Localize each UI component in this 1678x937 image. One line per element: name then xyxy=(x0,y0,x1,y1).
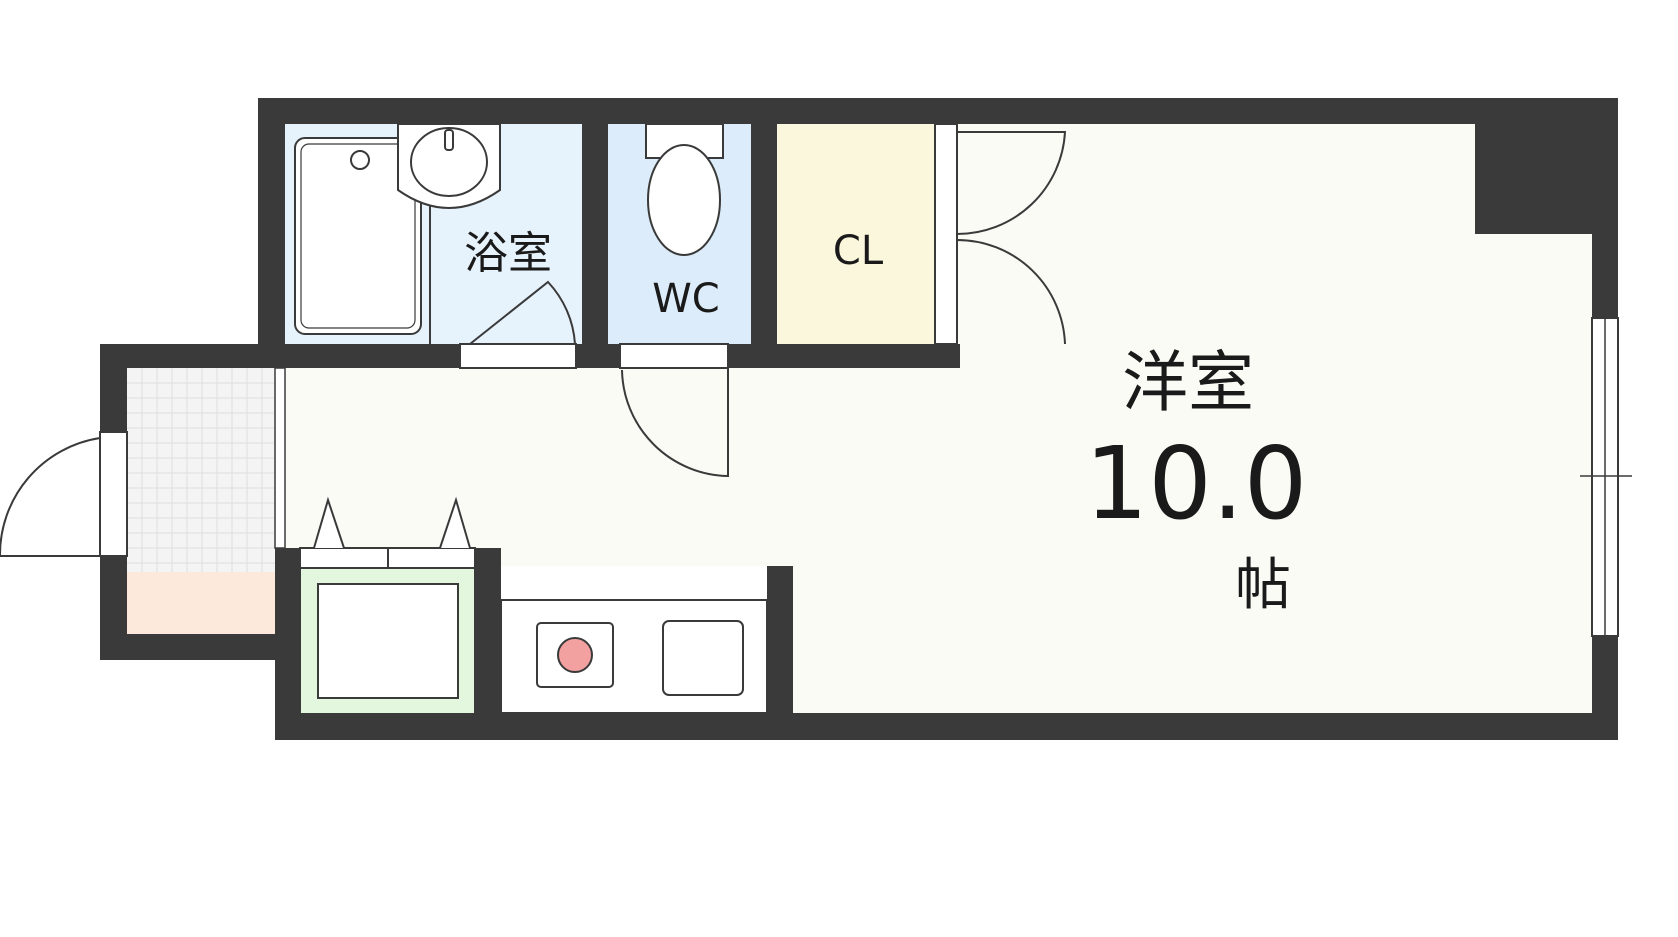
area-value: 10.0 xyxy=(1085,425,1308,542)
wall-bottom xyxy=(275,713,1618,740)
corner-pillar xyxy=(1475,124,1592,234)
toilet-door-swing xyxy=(621,368,729,478)
wall-washer-kitchen xyxy=(475,548,501,714)
wall-bath-wc xyxy=(582,124,608,344)
wall-right-bottom xyxy=(1592,636,1618,740)
closet-floor xyxy=(777,124,935,344)
toilet-door-gap xyxy=(619,343,729,369)
wall-entrance-top xyxy=(100,344,285,368)
bathtub-icon xyxy=(294,137,431,344)
western-room-floor xyxy=(280,124,1592,713)
corridor-side-wall xyxy=(274,367,286,549)
wall-bath-left xyxy=(258,98,285,344)
bathroom-label: 浴室 xyxy=(464,228,552,279)
front-door-swing xyxy=(0,437,101,557)
entrance-step xyxy=(127,572,275,634)
wall-washer-left xyxy=(275,548,300,740)
wall-right-top xyxy=(1592,98,1618,320)
closet-label: CL xyxy=(833,228,884,274)
door-swings xyxy=(0,131,1067,557)
room-labels: 浴室 WC CL 洋室 10.0 帖 xyxy=(464,228,1307,618)
entrance-tile-grid xyxy=(127,368,275,572)
bathroom-door-gap xyxy=(459,343,577,369)
wall-wc-cl xyxy=(751,124,777,344)
wall-entrance-left xyxy=(100,344,127,442)
western-room-label: 洋室 xyxy=(1122,344,1254,421)
front-door-gap xyxy=(99,431,128,557)
openings xyxy=(99,123,1632,637)
closet-door-frame xyxy=(934,123,958,345)
sink-icon xyxy=(397,123,501,209)
bathroom-door-swing xyxy=(469,280,576,345)
washer-area-markers xyxy=(313,496,471,549)
wall-bath-bottom xyxy=(258,344,960,368)
stove-burner-icon xyxy=(536,622,614,688)
wall-kitchen-end xyxy=(767,566,793,714)
kitchen-sink-icon xyxy=(662,620,744,696)
washing-machine-icon xyxy=(299,547,476,715)
toilet-label: WC xyxy=(652,276,719,322)
wall-top xyxy=(258,98,1618,124)
wall-entrance-bottom xyxy=(100,634,300,660)
walls xyxy=(100,98,1618,740)
entrance-floor xyxy=(127,368,275,572)
toilet-icon xyxy=(645,123,724,256)
closet-door-swing-lower xyxy=(956,239,1066,345)
closet-door-swing-upper xyxy=(956,131,1067,236)
area-unit: 帖 xyxy=(1235,553,1291,618)
